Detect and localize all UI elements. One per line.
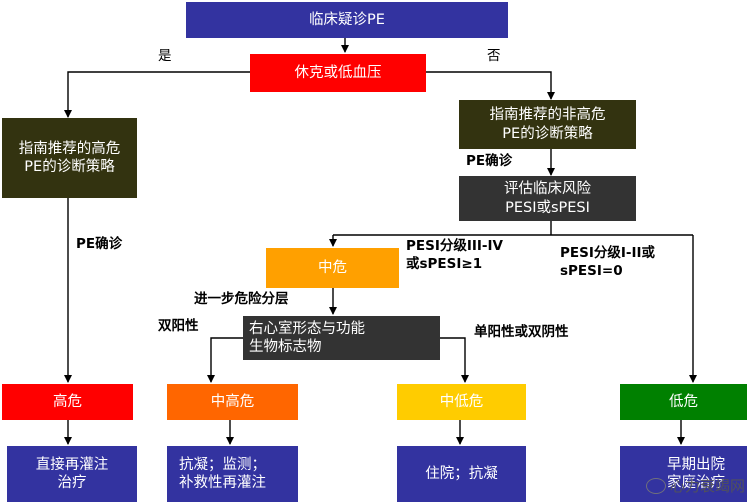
node-rv-biomarkers: 右心室形态与功能 生物标志物 xyxy=(243,316,440,360)
edge-label-pesi-1-2: PESI分级I-II或 sPESI=0 xyxy=(560,245,656,279)
node-low-risk: 低危 xyxy=(620,384,747,420)
node-high-risk-strategy: 指南推荐的高危 PE的诊断策略 xyxy=(2,118,137,198)
node-shock-or-hypotension: 休克或低血压 xyxy=(250,54,426,92)
node-treatment-early-discharge: 早期出院 家庭治疗 xyxy=(620,446,747,502)
edge-label-yes: 是 xyxy=(158,48,172,64)
node-treatment-hospital-anticoag: 住院；抗凝 xyxy=(397,446,526,502)
node-intermediate-low-risk: 中低危 xyxy=(397,384,526,420)
edge-label-no: 否 xyxy=(487,48,501,64)
edge-label-pe-confirmed-left: PE确诊 xyxy=(76,236,123,252)
node-treatment-anticoag-monitor: 抗凝；监测； 补救性再灌注 xyxy=(167,446,298,502)
edge-label-single-or-both-negative: 单阳性或双阴性 xyxy=(474,324,569,340)
node-assess-clinical-risk: 评估临床风险 PESI或sPESI xyxy=(459,176,636,221)
edge-label-both-positive: 双阳性 xyxy=(158,318,199,334)
watermark: 心力衰竭网 xyxy=(645,475,745,496)
edge-label-pe-confirmed-right: PE确诊 xyxy=(466,153,513,169)
node-suspected-pe: 临床疑诊PE xyxy=(186,2,508,38)
node-treatment-direct-reperfusion: 直接再灌注 治疗 xyxy=(7,446,137,502)
node-intermediate-risk: 中危 xyxy=(266,248,399,288)
watermark-text: 心力衰竭网 xyxy=(669,477,745,495)
edge-label-further-stratification: 进一步危险分层 xyxy=(194,291,289,307)
node-intermediate-high-risk: 中高危 xyxy=(167,384,298,420)
node-nonhigh-risk-strategy: 指南推荐的非高危 PE的诊断策略 xyxy=(459,100,636,149)
edge-label-pesi-3-4: PESI分级III-IV 或sPESI≥1 xyxy=(406,238,504,272)
node-high-risk: 高危 xyxy=(2,384,133,420)
chat-bubble-icon xyxy=(645,477,666,494)
